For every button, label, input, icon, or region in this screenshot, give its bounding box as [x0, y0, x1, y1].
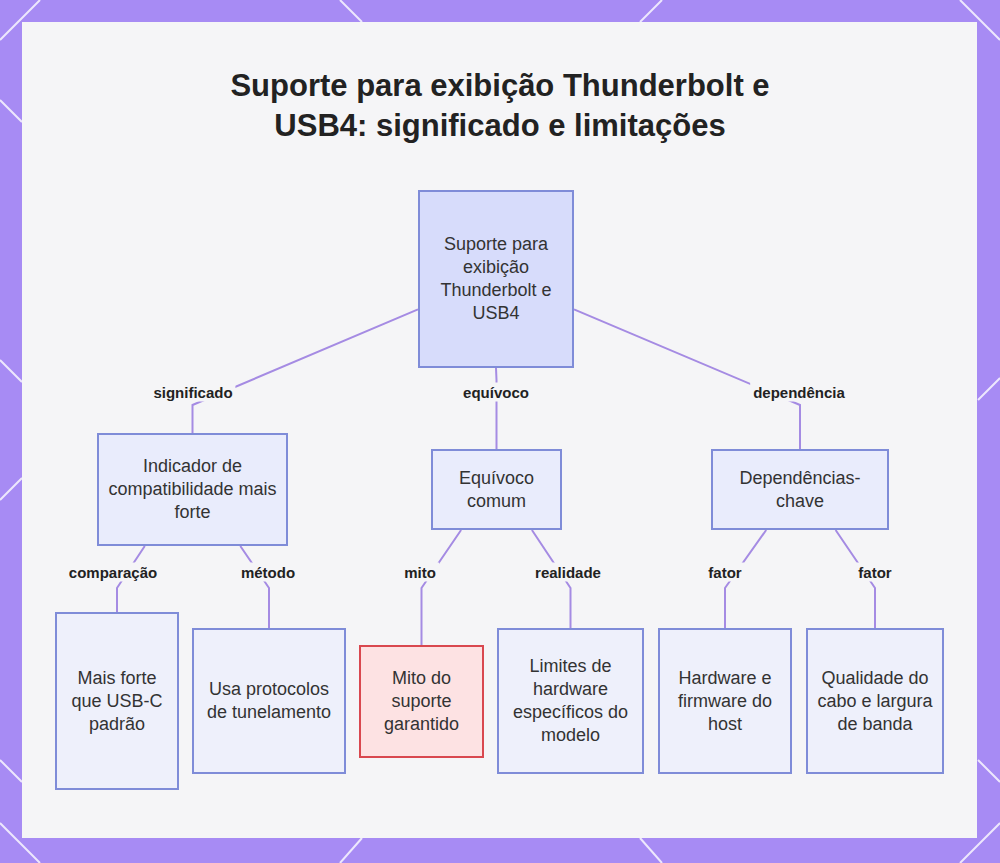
edge-label: dependência	[750, 383, 848, 402]
node-text: Suporte para exibição Thunderbolt e USB4	[426, 233, 566, 325]
connector-line	[193, 309, 419, 433]
leaf-box: Qualidade do cabo e largura de banda	[806, 628, 944, 774]
text-stack: Indicador de compatibilidade mais forte	[105, 455, 280, 524]
category-box: Dependências-chave	[711, 449, 889, 530]
text-stack: Suporte para exibição Thunderbolt e USB4	[426, 233, 566, 325]
connector-line	[495, 368, 498, 449]
text-stack: Hardware e firmware do host	[666, 667, 784, 736]
category-box: Indicador de compatibilidade mais forte	[97, 433, 288, 546]
connector-line	[574, 309, 800, 449]
node-text: Hardware e firmware do host	[666, 667, 784, 736]
edge-label: realidade	[532, 563, 604, 582]
node-text: Qualidade do cabo e largura de banda	[814, 667, 936, 736]
node-text: Equívoco comum	[439, 467, 554, 513]
edge-label: mito	[401, 563, 439, 582]
text-stack: Equívoco comum	[439, 467, 554, 513]
leaf-box: Mais forte que USB-C padrão	[55, 612, 179, 790]
edge-label: equívoco	[460, 383, 532, 402]
text-stack: Usa protocolos de tunelamento	[200, 678, 338, 724]
edge-label: fator	[855, 563, 894, 582]
edge-label: significado	[150, 383, 235, 402]
node-text: Mito do suporte garantido	[367, 667, 476, 736]
myth-box: Mito do suporte garantido	[359, 645, 484, 758]
text-stack: Limites de hardware específicos do model…	[505, 655, 636, 747]
node-text: Limites de hardware específicos do model…	[505, 655, 636, 747]
leaf-box: Usa protocolos de tunelamento	[192, 628, 346, 774]
text-stack: Qualidade do cabo e largura de banda	[814, 667, 936, 736]
text-stack: Mito do suporte garantido	[367, 667, 476, 736]
text-stack: Mais forte que USB-C padrão	[63, 667, 171, 736]
leaf-box: Limites de hardware específicos do model…	[497, 628, 644, 774]
node-text: Indicador de compatibilidade mais forte	[105, 455, 280, 524]
node-text: Mais forte que USB-C padrão	[63, 667, 171, 736]
edge-label: fator	[705, 563, 744, 582]
leaf-box: Hardware e firmware do host	[658, 628, 792, 774]
edge-label: método	[238, 563, 298, 582]
connector-line	[422, 530, 462, 645]
node-text: Usa protocolos de tunelamento	[200, 678, 338, 724]
node-text: Dependências-chave	[719, 467, 881, 513]
root-box: Suporte para exibição Thunderbolt e USB4	[418, 190, 574, 368]
connector-line	[240, 546, 269, 628]
diagram-title: Suporte para exibição Thunderbolt e USB4…	[200, 66, 800, 146]
category-box: Equívoco comum	[431, 449, 562, 530]
edge-label: comparação	[66, 563, 160, 582]
text-stack: Dependências-chave	[719, 467, 881, 513]
